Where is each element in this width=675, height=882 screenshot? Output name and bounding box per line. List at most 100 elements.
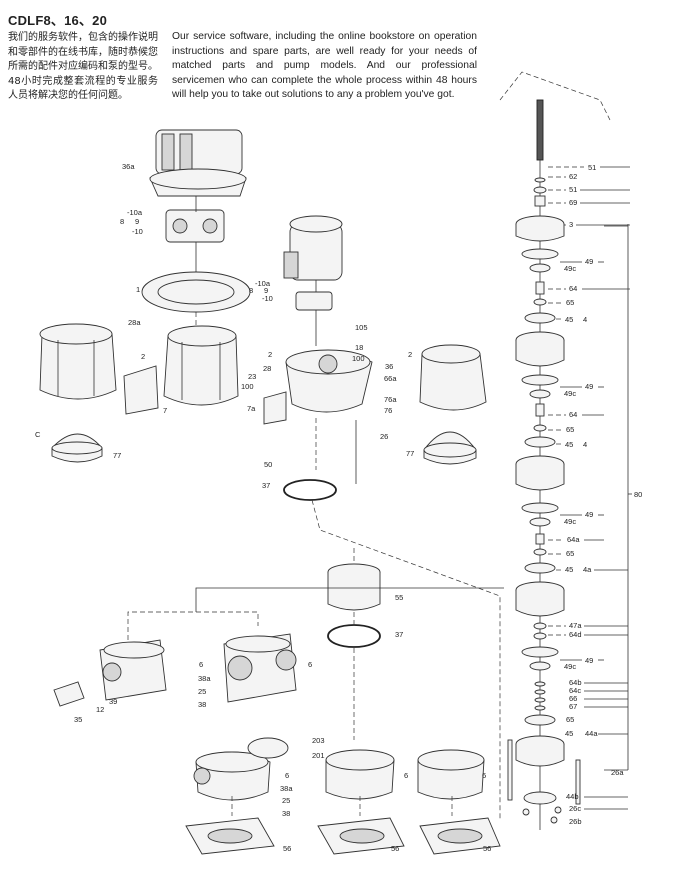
- label-35: 35: [74, 715, 82, 724]
- label-r47a: 47a: [569, 621, 582, 630]
- label-2-mid: 2: [268, 350, 272, 359]
- impeller-stack: [507, 177, 581, 824]
- part-labels: 36a -10a 8 9 -10 1 28a 2 7 77 C -10a 8 9…: [35, 162, 642, 853]
- base-plate-1: [185, 817, 275, 855]
- label-25-c: 25: [282, 796, 290, 805]
- label-1: 1: [136, 285, 140, 294]
- label-6-d: 6: [404, 771, 408, 780]
- label-r64a: 64a: [567, 535, 580, 544]
- leader-lines: [548, 166, 630, 810]
- label-r64d: 64d: [569, 630, 582, 639]
- page-title: CDLF8、16、20: [8, 13, 108, 28]
- flange-plate-small: [53, 681, 85, 707]
- label-r64-1: 64: [569, 284, 577, 293]
- coupling-assembly: [165, 209, 225, 243]
- label-9-mid: 9: [264, 286, 268, 295]
- label-r49c-2: 49c: [564, 389, 576, 398]
- label-38a-a: 38a: [198, 674, 211, 683]
- label-r26c: 26c: [569, 804, 581, 813]
- label-r65-4: 65: [566, 715, 574, 724]
- label-36a: 36a: [122, 162, 135, 171]
- label-9: 9: [135, 217, 139, 226]
- label-r49c-4: 49c: [564, 662, 576, 671]
- base-bowl-3: [417, 749, 485, 800]
- label-39: 39: [109, 697, 117, 706]
- label-37: 37: [262, 481, 270, 490]
- o-ring: [283, 479, 337, 501]
- label-r49c-1: 49c: [564, 264, 576, 273]
- english-description: Our service software, including the onli…: [172, 31, 477, 101]
- label-r26a: 26a: [611, 768, 624, 777]
- label-2-right: 2: [408, 350, 412, 359]
- base-block-1: [99, 639, 167, 701]
- label-r45-3: 45: [565, 565, 573, 574]
- label-76: 76: [384, 406, 392, 415]
- label-8: 8: [120, 217, 124, 226]
- label-r64-2: 64: [569, 410, 577, 419]
- label-r49-3: 49: [585, 510, 593, 519]
- label-r65-3: 65: [566, 549, 574, 558]
- label-7: 7: [163, 406, 167, 415]
- label-10: -10: [132, 227, 143, 236]
- label-7a: 7a: [247, 404, 256, 413]
- label-56-b: 56: [391, 844, 399, 853]
- label-r51: 51: [569, 185, 577, 194]
- label-28: 28: [263, 364, 271, 373]
- chinese-description: 我们的服务软件，包含的操作说明和零部件的在线书库，随时恭候您所需的配件对应编码和…: [8, 32, 158, 102]
- label-r4-2: 4: [583, 440, 587, 449]
- outer-sleeve: [327, 563, 381, 611]
- label-26: 26: [380, 432, 388, 441]
- base-bowl-1: [193, 751, 271, 801]
- label-10a-mid: -10a: [255, 279, 271, 288]
- label-r45-1: 45: [565, 315, 573, 324]
- label-28a: 28a: [128, 318, 141, 327]
- label-38a-c: 38a: [280, 784, 293, 793]
- label-r49-2: 49: [585, 382, 593, 391]
- flange-ring: [141, 271, 251, 313]
- label-2-left: 2: [141, 352, 145, 361]
- label-6-e: 6: [482, 771, 486, 780]
- cover-right: [423, 431, 477, 465]
- o-ring-lower: [327, 624, 381, 648]
- label-r51-top: 51: [588, 163, 596, 172]
- coupling-small: [295, 291, 333, 311]
- base-block-2: [223, 633, 297, 703]
- label-6-c: 6: [285, 771, 289, 780]
- stack-brackets: [499, 71, 632, 771]
- label-r4-1: 4: [583, 315, 587, 324]
- label-76a: 76a: [384, 395, 397, 404]
- label-25-a: 25: [198, 687, 206, 696]
- label-100: 100: [352, 354, 365, 363]
- pump-head-left: [39, 323, 117, 400]
- pump-head-right: [419, 344, 487, 411]
- label-r69: 69: [569, 198, 577, 207]
- label-56-c: 56: [483, 844, 491, 853]
- label-23: 23: [248, 372, 256, 381]
- label-r62: 62: [569, 172, 577, 181]
- label-201: 201: [312, 751, 325, 760]
- label-56-a: 56: [283, 844, 291, 853]
- label-r67: 67: [569, 702, 577, 711]
- label-203: 203: [312, 736, 325, 745]
- label-55: 55: [395, 593, 403, 602]
- pump-head-center: [285, 349, 373, 413]
- motor-small: [283, 215, 343, 281]
- label-r64c: 64c: [569, 686, 581, 695]
- cover-left: [51, 433, 103, 463]
- label-18: 18: [355, 343, 363, 352]
- label-r44b: 44b: [566, 792, 579, 801]
- label-10a: -10a: [127, 208, 143, 217]
- base-plate-2: [317, 817, 405, 855]
- motor-large: [149, 129, 247, 197]
- label-c: C: [35, 430, 41, 439]
- guard-small: [263, 391, 287, 425]
- label-r45-4: 45: [565, 729, 573, 738]
- label-38-c: 38: [282, 809, 290, 818]
- label-100-b: 100: [241, 382, 254, 391]
- label-37-low: 37: [395, 630, 403, 639]
- label-6-a: 6: [199, 660, 203, 669]
- pump-head-middle: [163, 325, 239, 406]
- label-12: 12: [96, 705, 104, 714]
